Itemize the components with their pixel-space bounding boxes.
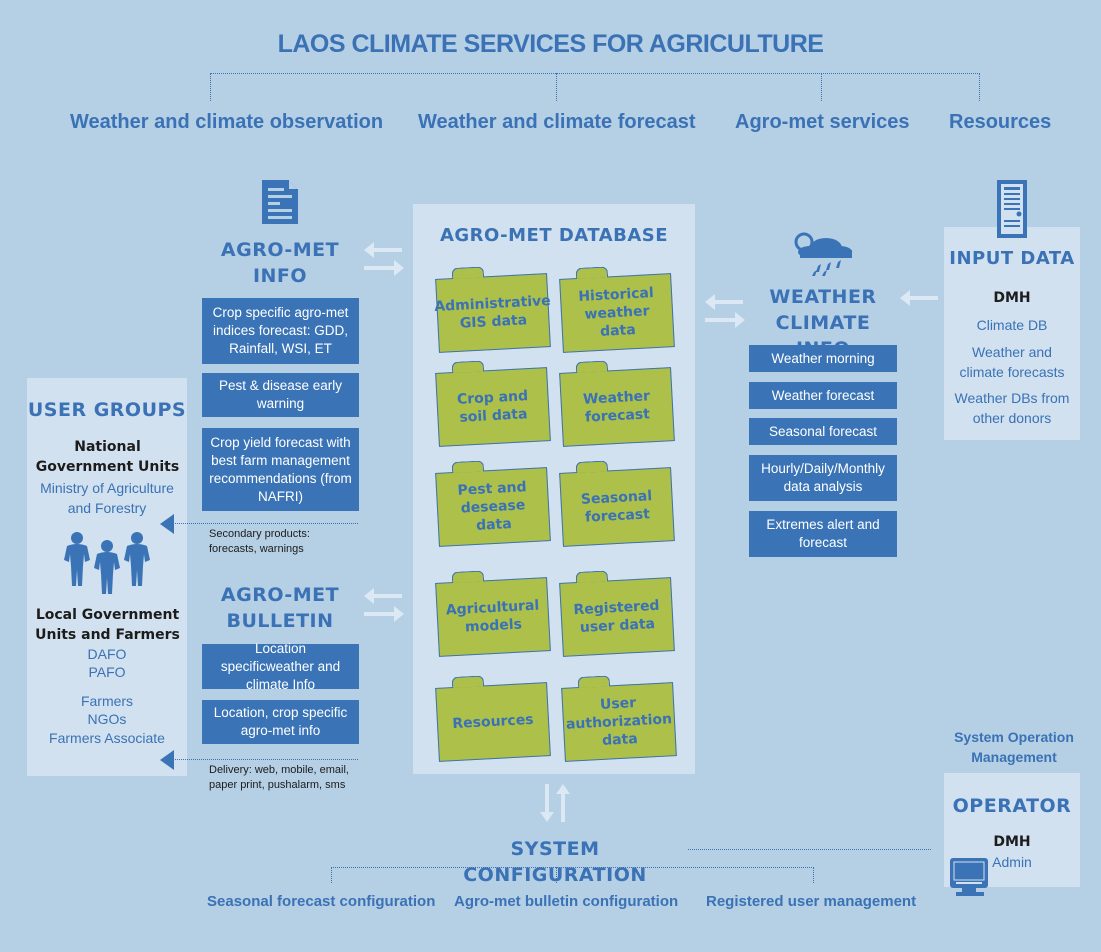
diagram-title: LAOS CLIMATE SERVICES FOR AGRICULTURE bbox=[277, 30, 824, 58]
folder-label: Agricultural models bbox=[445, 597, 540, 636]
bidirectional-arrow-icon bbox=[362, 240, 406, 282]
arrow-left-icon bbox=[160, 514, 174, 534]
agromet-info-item: Pest & disease early warning bbox=[202, 373, 359, 417]
operator-org: DMH bbox=[993, 834, 1031, 850]
agromet-bulletin-item: Location specificweather and climate Inf… bbox=[202, 641, 359, 692]
connector-bulletin-config bbox=[556, 867, 557, 883]
weather-info-item: Weather morning bbox=[749, 345, 897, 372]
computer-icon bbox=[948, 856, 992, 902]
input-data-item: Weather DBs from other donors bbox=[954, 390, 1070, 426]
weather-info-item: Weather forecast bbox=[749, 382, 897, 409]
folder-user-authorization: User authorization data bbox=[561, 675, 677, 762]
folder-label: User authorization data bbox=[565, 695, 673, 749]
category-forecast: Weather and climate forecast bbox=[418, 111, 696, 133]
agromet-info-item: Crop specific agro-met indices forecast:… bbox=[202, 298, 359, 364]
agromet-bulletin-item: Location, crop specific agro-met info bbox=[202, 700, 359, 744]
agromet-bulletin-title: AGRO-MET BULLETIN bbox=[200, 582, 360, 634]
database-title: AGRO-MET DATABASE bbox=[439, 225, 669, 246]
agromet-info-title-line1: AGRO-MET bbox=[220, 239, 340, 261]
folder-label: Resources bbox=[452, 711, 534, 733]
system-config-operator-connector bbox=[688, 849, 931, 850]
folder-resources: Resources bbox=[435, 675, 551, 762]
system-config-title: SYSTEM CONFIGURATION bbox=[463, 838, 647, 886]
weather-info-item: Hourly/Daily/Monthly data analysis bbox=[749, 455, 897, 501]
folder-seasonal-forecast: Seasonal forecast bbox=[559, 460, 675, 547]
agromet-bulletin-title-line2: BULLETIN bbox=[226, 610, 334, 632]
category-resources: Resources bbox=[949, 111, 1052, 133]
server-icon bbox=[995, 178, 1029, 244]
people-icon bbox=[63, 530, 153, 600]
cloud-rain-icon bbox=[790, 230, 856, 282]
secondary-note: Secondary products: forecasts, warnings bbox=[209, 528, 310, 555]
folder-agricultural-models: Agricultural models bbox=[435, 570, 551, 657]
bidirectional-arrow-icon bbox=[703, 292, 747, 334]
folder-registered-user: Registered user data bbox=[559, 570, 675, 657]
arrow-left-icon bbox=[898, 288, 940, 312]
folder-label: Seasonal forecast bbox=[580, 488, 653, 526]
folder-label: Administrative GIS data bbox=[433, 292, 552, 332]
connector-observation bbox=[210, 73, 211, 101]
folder-crop-soil: Crop and soil data bbox=[435, 360, 551, 447]
folder-administrative-gis: Administrative GIS data bbox=[434, 266, 551, 353]
folder-weather-forecast: Weather forecast bbox=[559, 360, 675, 447]
weather-info-item: Seasonal forecast bbox=[749, 418, 897, 445]
input-data-item: Climate DB bbox=[976, 317, 1048, 333]
operator-title: OPERATOR bbox=[952, 795, 1072, 817]
folder-label: Historical weather data bbox=[577, 285, 655, 340]
category-observation: Weather and climate observation bbox=[70, 111, 384, 133]
user-groups-title: USER GROUPS bbox=[27, 399, 187, 421]
weather-info-title: WEATHER CLIMATE INFO bbox=[748, 284, 898, 362]
weather-info-item: Extremes alert and forecast bbox=[749, 511, 897, 557]
agromet-info-item: Crop yield forecast with best farm manag… bbox=[202, 428, 359, 511]
input-data-panel bbox=[944, 227, 1080, 440]
local-item-dafo: DAFO bbox=[87, 646, 127, 662]
connector-seasonal-config bbox=[331, 867, 332, 883]
config-registered-user: Registered user management bbox=[706, 893, 917, 910]
folder-pest-disease: Pest and desease data bbox=[435, 460, 551, 547]
folder-label: Crop and soil data bbox=[456, 388, 529, 426]
connector-forecast bbox=[556, 73, 557, 101]
weather-info-title-line1: WEATHER bbox=[769, 286, 877, 308]
bidirectional-arrow-icon bbox=[362, 586, 406, 628]
connector-user-mgmt bbox=[813, 867, 814, 883]
agromet-bulletin-title-line1: AGRO-MET bbox=[220, 584, 340, 606]
folder-label: Weather forecast bbox=[582, 388, 651, 426]
local-item-farmers-associate: Farmers Associate bbox=[49, 730, 165, 746]
input-data-title: INPUT DATA bbox=[949, 248, 1075, 269]
national-item: Ministry of Agriculture and Forestry bbox=[40, 480, 174, 516]
connector-agromet bbox=[821, 73, 822, 101]
local-item-ngos: NGOs bbox=[87, 711, 127, 727]
input-data-org: DMH bbox=[993, 290, 1031, 306]
local-heading: Local Government Units and Farmers bbox=[35, 607, 180, 643]
config-seasonal-forecast: Seasonal forecast configuration bbox=[207, 893, 436, 910]
arrow-left-icon bbox=[160, 750, 174, 770]
category-agromet-services: Agro-met services bbox=[735, 111, 910, 133]
input-data-item: Weather and climate forecasts bbox=[959, 344, 1065, 380]
config-agromet-bulletin: Agro-met bulletin configuration bbox=[454, 893, 679, 910]
document-icon bbox=[260, 178, 300, 230]
operator-caption: System Operation Management bbox=[954, 729, 1074, 765]
delivery-connector bbox=[175, 759, 358, 760]
local-item-pafo: PAFO bbox=[88, 664, 126, 680]
vertical-bidirectional-arrow-icon bbox=[538, 782, 574, 828]
secondary-connector bbox=[175, 523, 358, 524]
connector-resources bbox=[979, 73, 980, 101]
delivery-note: Delivery: web, mobile, email, paper prin… bbox=[209, 764, 349, 791]
folder-label: Pest and desease data bbox=[457, 479, 527, 534]
agromet-info-title-line2: INFO bbox=[252, 265, 308, 287]
local-item-farmers: Farmers bbox=[80, 693, 134, 709]
system-config-connector bbox=[331, 867, 814, 868]
agromet-info-title: AGRO-MET INFO bbox=[200, 237, 360, 289]
operator-role: Admin bbox=[992, 854, 1032, 870]
title-connector bbox=[210, 73, 980, 74]
folder-historical-weather: Historical weather data bbox=[559, 266, 675, 353]
national-heading: National Government Units bbox=[35, 439, 180, 475]
folder-label: Registered user data bbox=[573, 597, 660, 636]
